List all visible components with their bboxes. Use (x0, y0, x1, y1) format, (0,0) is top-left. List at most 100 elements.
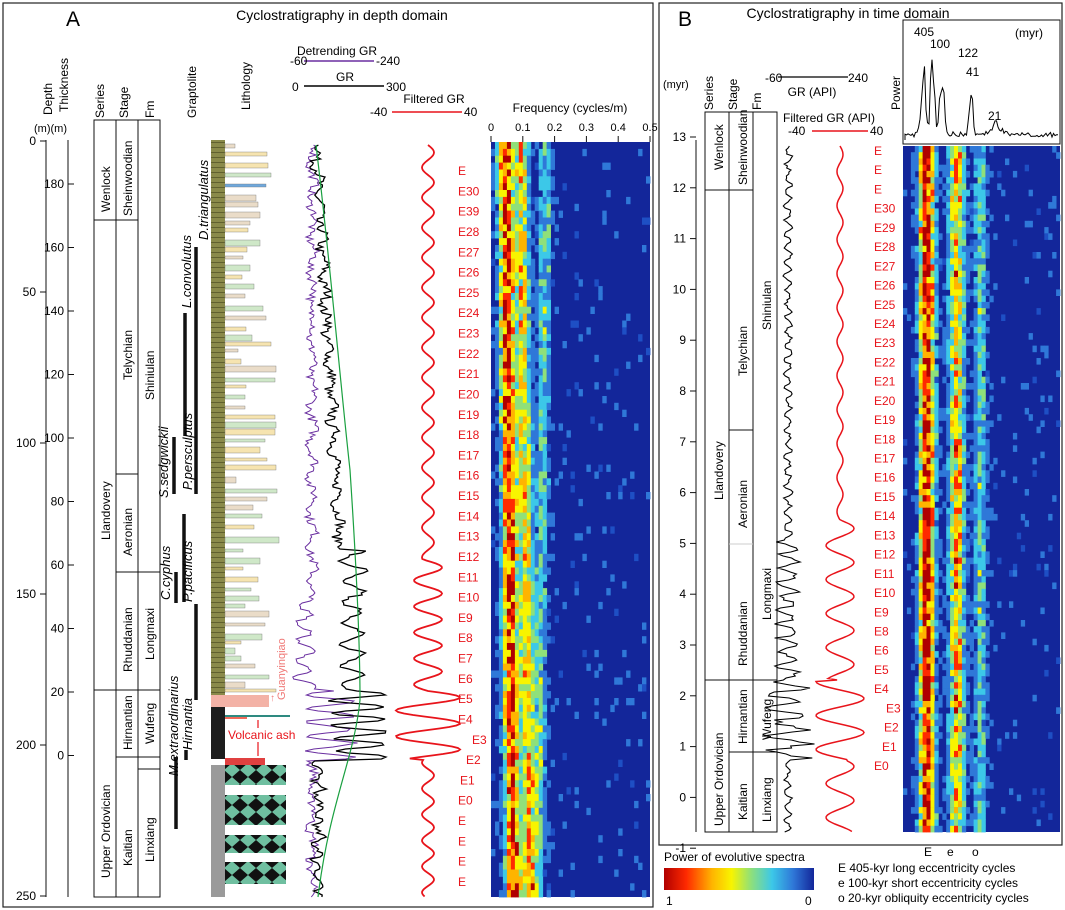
cycle-label-a: E39 (458, 205, 480, 219)
header-fm: Fm (143, 101, 157, 118)
svg-text:↑: ↑ (270, 693, 275, 704)
cycle-label-a: E24 (458, 306, 480, 320)
power-peak-122: 122 (958, 46, 978, 60)
time-tick-label: 10 (673, 282, 687, 296)
time-tick-label: 5 (679, 536, 686, 550)
cycle-label-a: E17 (458, 448, 480, 462)
depth-tick-label: 200 (16, 738, 36, 752)
thickness-tick-label: 20 (51, 685, 65, 699)
panel-a-letter: A (66, 8, 80, 31)
header-depth: Depth (41, 83, 55, 115)
graptolite-p-persculptus: P.persculptus (180, 412, 195, 490)
series-b-upper-ordovician: Upper Ordovician (712, 733, 726, 826)
series-wenlock: Wenlock (99, 165, 113, 212)
filtered-gr-curve (394, 144, 462, 898)
stage-b-aeronian: Aeronian (736, 480, 750, 528)
header-units: (m)(m) (34, 123, 67, 135)
graptolite-l-convolutus: L.convolutus (179, 235, 194, 308)
cycle-label-b: E25 (874, 298, 896, 312)
cycle-label-b: E0 (874, 759, 889, 773)
spectrum-b-axis-short-e: e (947, 845, 954, 859)
cycle-label-b: E27 (874, 259, 896, 273)
graptolite-d-triangulatus: D.triangulatus (196, 159, 211, 240)
thickness-tick-label: 40 (51, 622, 65, 636)
cycle-label-b: E20 (874, 394, 896, 408)
gr-max: 300 (386, 80, 406, 94)
cycle-labels-a: EE30E39E28E27E26E25E24E23E22E21E20E19E18… (458, 164, 487, 889)
power-peak-21: 21 (988, 109, 1002, 123)
cycle-label-b: E (874, 163, 882, 177)
graptolite-c-cyphus: C.cyphus (158, 545, 173, 600)
cycle-label-a: E10 (458, 591, 480, 605)
graptolite-p-pacificus: P.pacificus (180, 540, 195, 602)
cycle-labels-b: EEEE30E29E28E27E26E25E24E23E22E21E20E19E… (874, 144, 901, 773)
cycle-label-b: E16 (874, 471, 896, 485)
power-peak-41: 41 (966, 65, 980, 79)
header-stage-b: Stage (726, 78, 740, 110)
cycle-label-a: E (458, 164, 466, 178)
fm-b-longmaxi: Longmaxi (760, 568, 774, 620)
legend-item-o: o 20-kyr obliquity eccentricity cycles (838, 891, 1029, 905)
time-tick-label: 7 (679, 435, 686, 449)
cycle-label-b: E15 (874, 490, 896, 504)
cycle-label-a: E (458, 834, 466, 848)
frequency-axis-label: Frequency (cycles/m) (513, 101, 628, 115)
series-llandovery: Llandovery (99, 481, 113, 540)
cycle-label-a: E7 (458, 652, 473, 666)
fm-column (137, 119, 161, 898)
depth-tick-label: 100 (16, 436, 36, 450)
panel-b-letter: B (678, 8, 692, 31)
header-thickness: Thickness (57, 58, 71, 112)
header-stage: Stage (117, 86, 131, 118)
series-upper-ordovician: Upper Ordovician (99, 785, 113, 878)
gr-min: 0 (292, 80, 299, 94)
cycle-label-b: E21 (874, 375, 896, 389)
time-tick-label: 6 (679, 486, 686, 500)
filtered-gr-max: 40 (464, 105, 478, 119)
thickness-tick-label: 80 (51, 495, 65, 509)
filtered-gr-b-max: 40 (870, 124, 884, 138)
fm-shiniulan: Shiniulan (143, 351, 157, 400)
header-fm-b: Fm (750, 93, 764, 110)
time-tick-label: 0 (679, 790, 686, 804)
thickness-tick-label: 60 (51, 558, 65, 572)
time-tick-label: 8 (679, 384, 686, 398)
stage-b-hirnantian: Hirnantian (736, 689, 750, 744)
series-b-llandovery: Llandovery (712, 441, 726, 500)
spectrum-b-axis-e: E (924, 845, 932, 859)
time-tick-label: -1 (675, 841, 686, 855)
frequency-tick-label: 0.1 (515, 122, 530, 134)
cycle-label-a: E18 (458, 428, 480, 442)
frequency-tick-label: 0.3 (579, 122, 594, 134)
cycle-label-b: E2 (884, 721, 899, 735)
time-tick-label: 9 (679, 333, 686, 347)
header-series-b: Series (702, 76, 716, 110)
stage-b-kaitian: Kaitian (736, 783, 750, 820)
header-graptolite: Graptolite (185, 66, 199, 118)
panel-a-title: Cyclostratigraphy in depth domain (236, 7, 448, 23)
cycle-label-a: E5 (458, 692, 473, 706)
cycle-label-a: E25 (458, 286, 480, 300)
graptolite-hirnantia: Hirnantia (180, 698, 195, 750)
panel-a-frame (2, 2, 654, 908)
cycle-label-a: E0 (458, 794, 473, 808)
gr-curve-b (762, 145, 815, 833)
series-b-wenlock: Wenlock (712, 123, 726, 170)
stage-sheinwoodian: Sheinwoodian (121, 141, 135, 216)
cycle-label-b: E17 (874, 452, 896, 466)
power-peak-405: 405 (914, 25, 934, 39)
stage-b-telychian: Telychian (736, 326, 750, 376)
cycle-label-b: E9 (874, 605, 889, 619)
fm-linxiang: Linxiang (143, 817, 157, 862)
gr-curve (308, 144, 388, 898)
power-peak-100: 100 (930, 37, 950, 51)
frequency-tick-label: 0.5 (642, 122, 657, 134)
fm-b-wufeng: Wufeng (760, 699, 774, 740)
spectrum-b-axis-o: o (972, 845, 979, 859)
cycle-label-a: E (458, 875, 466, 889)
stage-telychian: Telychian (121, 330, 135, 380)
fm-wufeng: Wufeng (143, 703, 157, 744)
gr-b-min: -60 (765, 71, 783, 85)
